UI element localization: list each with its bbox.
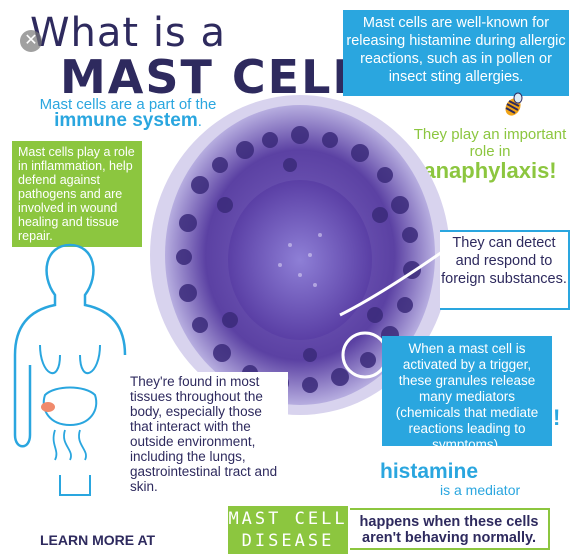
- close-icon[interactable]: ✕: [20, 30, 42, 52]
- mast-cell-image: [150, 95, 450, 415]
- title-line1: What is a: [30, 10, 226, 56]
- exclamation-mark: !: [553, 405, 561, 430]
- anaphylaxis-text: They play an important role in anaphylax…: [410, 126, 570, 183]
- trigger-box: When a mast cell is activated by a trigg…: [382, 336, 552, 452]
- body-outline-icon: [13, 243, 127, 496]
- histamine-word: histamine: [380, 460, 479, 483]
- found-text: They're found in most tissues throughout…: [126, 372, 288, 500]
- disease-text: happens when these cells aren't behaving…: [350, 508, 550, 550]
- histamine-caption: is a mediator: [440, 482, 521, 498]
- learn-more-text[interactable]: LEARN MORE AT: [40, 532, 156, 548]
- anaphylaxis-line: They play an important role in: [413, 126, 567, 160]
- bee-icon: [505, 92, 523, 116]
- inflammation-box: Mast cells play a role in inflammation, …: [12, 141, 142, 247]
- title-line2: MAST CELL?: [60, 50, 393, 104]
- intro-emphasis: immune system: [54, 110, 198, 131]
- mast-cell-disease-label: MAST CELL DISEASE: [228, 506, 348, 554]
- detect-box: They can detect and respond to foreign s…: [440, 230, 570, 310]
- anaphylaxis-emphasis: anaphylaxis!: [423, 158, 557, 183]
- intro-line: Mast cells are a part of the: [39, 96, 217, 113]
- histamine-label: histamine is a mediator: [380, 460, 570, 498]
- allergy-box: Mast cells are well-known for releasing …: [343, 10, 569, 96]
- intro-text: Mast cells are a part of the immune syst…: [39, 96, 217, 131]
